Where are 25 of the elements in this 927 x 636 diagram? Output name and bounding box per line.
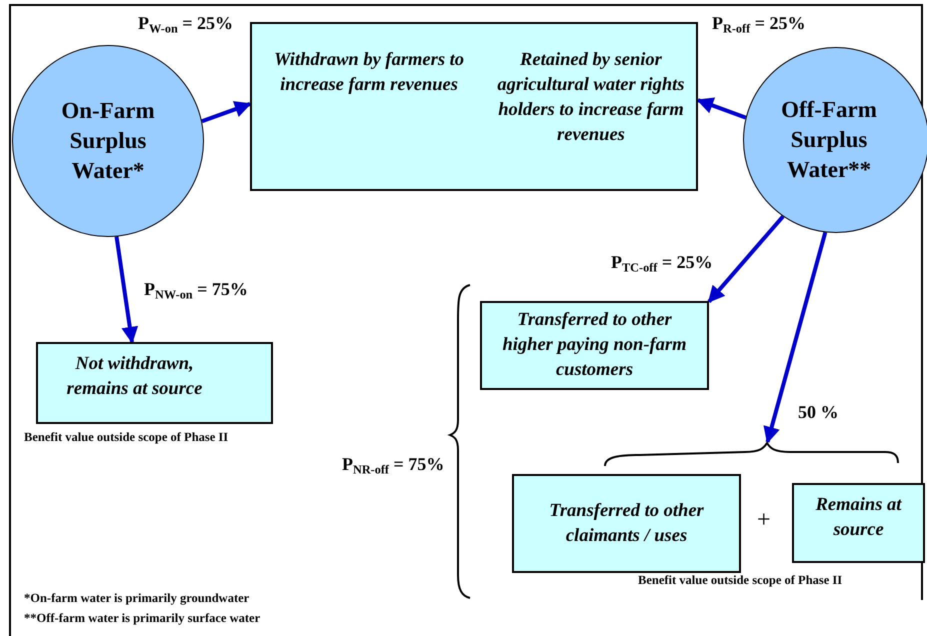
arrow	[201, 101, 252, 124]
node-text: Transferred to other claimants / uses	[548, 500, 705, 548]
plus-sign: +	[757, 507, 771, 534]
node-text: Off-Farm Surplus Water**	[780, 96, 878, 184]
note-text: Benefit value outside scope of Phase II	[24, 430, 228, 445]
node-text: Withdrawn by farmers to increase farm revenues	[273, 49, 466, 97]
node-text: Remains at source	[814, 494, 903, 542]
footnote: *On-farm water is primarily groundwater	[24, 591, 250, 606]
outcome-box	[480, 301, 709, 390]
arrow	[114, 236, 138, 344]
outcome-box	[250, 22, 698, 191]
arrow	[708, 215, 785, 303]
outcome-box	[792, 483, 925, 563]
outcome-box	[36, 342, 273, 424]
node-text: Not withdrawn, remains at source	[66, 353, 204, 401]
arrow	[763, 232, 828, 444]
node-text: Transferred to other higher paying non-farm customers	[501, 309, 688, 382]
brace-label: P$_{NR-off}$ = 75%	[342, 454, 444, 478]
outcome-box	[512, 474, 741, 573]
note-text: Benefit value outside scope of Phase II	[638, 573, 842, 588]
arrow	[696, 97, 746, 120]
node-text: On-Farm Surplus Water*	[60, 97, 156, 185]
curly-brace	[603, 442, 900, 468]
footnote: **Off-farm water is primarily surface water	[24, 611, 260, 626]
node-text: Retained by senior agricultural water rights holders to increase farm revenues	[496, 49, 686, 147]
